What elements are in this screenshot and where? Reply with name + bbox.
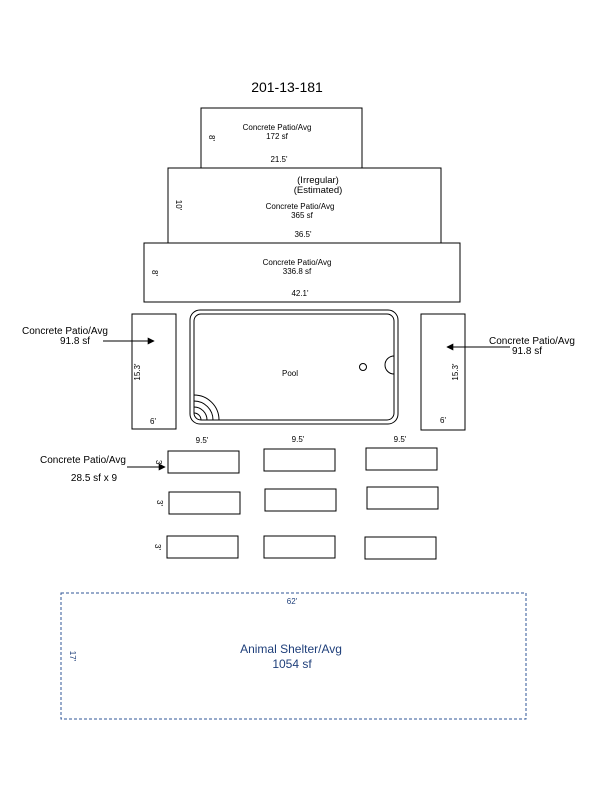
pad-row1-depth: 3'	[154, 460, 163, 466]
shelter-area: 1054 sf	[272, 657, 312, 671]
pad	[365, 447, 438, 471]
patio-left-name: Concrete Patio/Avg	[22, 326, 108, 337]
pool-label: Pool	[282, 369, 298, 378]
pad	[364, 536, 437, 560]
pad	[264, 488, 337, 512]
pad-col2-width: 9.5'	[292, 435, 305, 444]
pool: Pool	[189, 309, 399, 425]
patio-right-name: Concrete Patio/Avg	[489, 336, 575, 347]
shelter-depth: 17'	[68, 651, 77, 662]
patio-mid-width: 36.5'	[294, 230, 312, 239]
patio-left-length: 15.3'	[133, 363, 142, 381]
patio-low-depth: 8'	[150, 270, 159, 276]
pad	[166, 535, 239, 559]
small-pads-name: Concrete Patio/Avg	[40, 455, 126, 466]
animal-shelter: 62' 17' Animal Shelter/Avg 1054 sf	[60, 592, 527, 720]
shelter-name: Animal Shelter/Avg	[240, 642, 342, 656]
patio-top-name: Concrete Patio/Avg	[243, 123, 312, 132]
patio-right-area: 91.8 sf	[512, 346, 542, 357]
patio-top: Concrete Patio/Avg 172 sf 21.5' 8'	[200, 107, 363, 169]
pad-row2-depth: 3'	[155, 500, 164, 506]
pad	[366, 486, 439, 510]
patio-left-width: 6'	[150, 417, 156, 426]
small-pads-area: 28.5 sf x 9	[71, 473, 118, 484]
pad	[263, 535, 336, 559]
pad-col1-width: 9.5'	[196, 436, 209, 445]
parcel-id: 201-13-181	[251, 79, 323, 95]
pad	[167, 450, 240, 474]
patio-mid-name: Concrete Patio/Avg	[266, 202, 335, 211]
patio-right: 15.3' 6'	[420, 313, 466, 431]
pad-row3-depth: 3'	[153, 544, 162, 550]
pad	[168, 491, 241, 515]
shelter-width: 62'	[287, 597, 298, 606]
pad-col3-width: 9.5'	[394, 435, 407, 444]
patio-mid: (Irregular) (Estimated) Concrete Patio/A…	[167, 167, 442, 244]
patio-top-area: 172 sf	[266, 132, 289, 141]
patio-low: Concrete Patio/Avg 336.8 sf 42.1' 8'	[143, 242, 461, 303]
patio-mid-note-irregular: (Irregular)	[297, 175, 339, 186]
patio-mid-depth: 10'	[174, 200, 183, 211]
patio-right-width: 6'	[440, 416, 446, 425]
patio-mid-note-estimated: (Estimated)	[294, 185, 343, 196]
patio-right-length: 15.3'	[451, 363, 460, 381]
patio-low-width: 42.1'	[291, 289, 309, 298]
pad	[263, 448, 336, 472]
patio-left-area: 91.8 sf	[60, 336, 90, 347]
patio-left: 15.3' 6'	[131, 313, 177, 430]
patio-low-area: 336.8 sf	[283, 267, 312, 276]
small-pads	[166, 447, 439, 560]
patio-top-depth: 8'	[207, 135, 216, 141]
patio-mid-area: 365 sf	[291, 211, 314, 220]
patio-low-name: Concrete Patio/Avg	[263, 258, 332, 267]
patio-top-width: 21.5'	[270, 155, 288, 164]
